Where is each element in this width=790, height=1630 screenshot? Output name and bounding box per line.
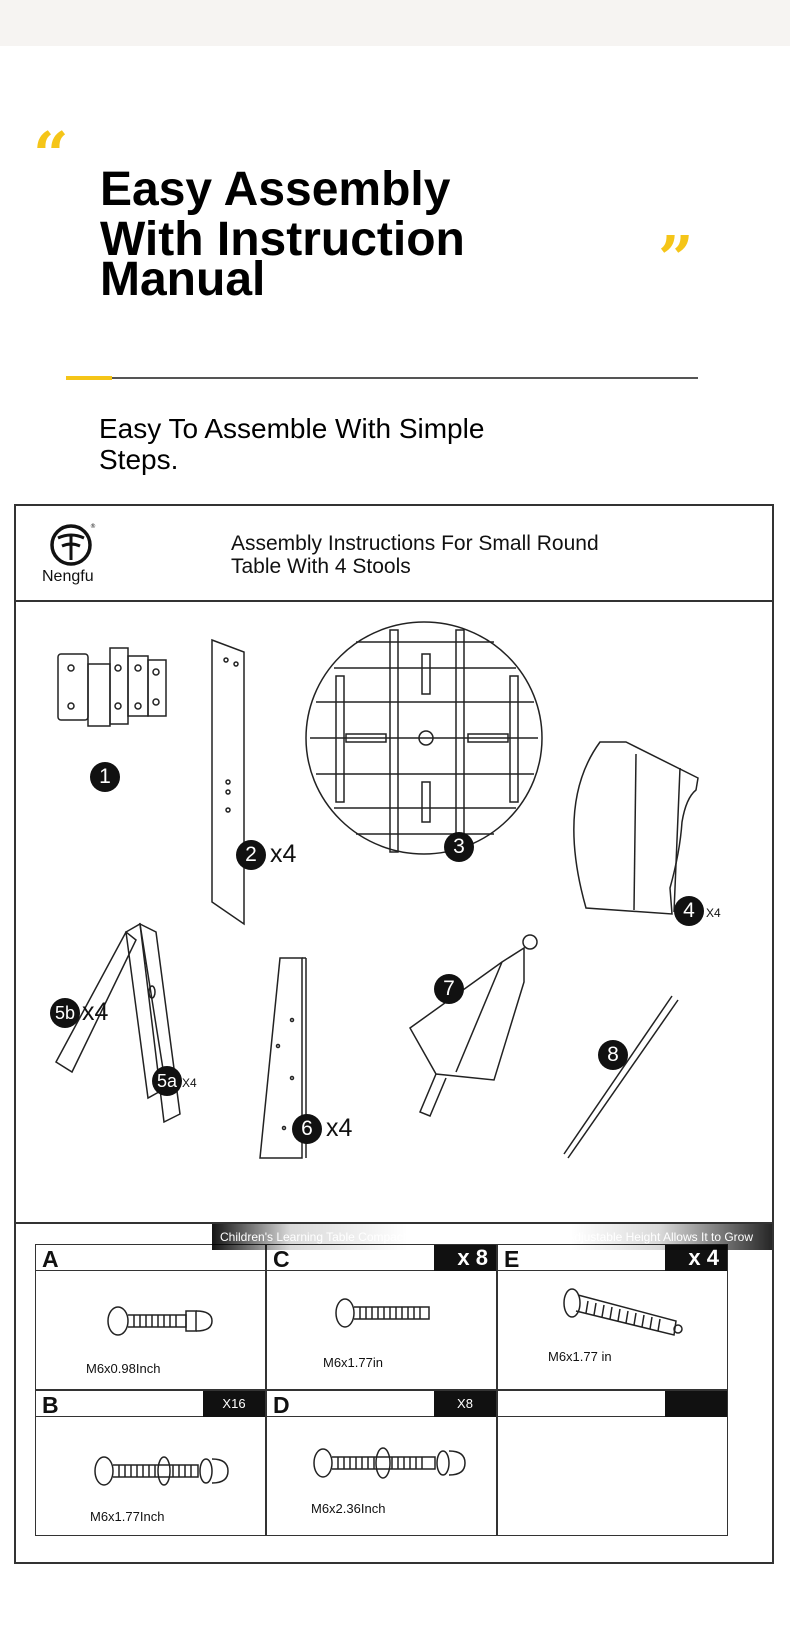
part-badge: 4 [674,896,704,926]
parts-drawing [55,621,699,1159]
part-qty: x4 [326,1114,353,1142]
open-quote-mark: “ [33,118,69,191]
brand-name: Nengfu [42,568,94,585]
hardware-size: M6x1.77Inch [90,1509,165,1524]
manual-title: Assembly Instructions For Small Round Ta… [231,532,599,578]
part-qty: x4 [270,840,297,868]
hardware-cell-c: C x 8 M6x1.77in [266,1244,497,1390]
bolt-washer-icon [94,1456,229,1486]
screw-icon [335,1298,430,1328]
hardware-cell-d: D X8 M6x2.36Inch [266,1390,497,1536]
manual-header: ® Nengfu Assembly Instructions For Small… [16,506,772,602]
part-badge: 5a [152,1066,182,1096]
hardware-head: B X16 [36,1391,265,1418]
hardware-qty: X8 [434,1391,496,1417]
hardware-letter: A [42,1246,59,1272]
hardware-size: M6x2.36Inch [311,1501,386,1516]
part-badge: 3 [444,832,474,862]
top-band [0,0,790,46]
hardware-letter: B [42,1392,59,1418]
headline-line-1: Easy Assembly [100,163,451,216]
part-8-pole-drawing [563,995,679,1159]
hardware-size: M6x1.77in [323,1355,383,1370]
hardware-letter: E [504,1246,520,1272]
bolt-icon [107,1306,213,1336]
part-1-bracket-drawing [57,647,167,727]
headline-line-3: Manual [100,253,266,306]
parts-illustration: 1 2 x4 3 4 X4 5b x4 5a X4 6 x4 7 8 [16,602,772,1224]
part-badge: 1 [90,762,120,792]
hardware-cell-a: A M6x0.98Inch [35,1244,266,1390]
part-4-seat-drawing [573,741,699,915]
barrel-nut-icon [563,1288,683,1336]
hardware-letter: C [273,1246,290,1272]
hardware-qty [665,1391,727,1417]
hardware-grid: A M6x0.98Inch C x 8 M6x1.77in [35,1244,755,1544]
part-3-tabletop-drawing [305,621,543,855]
overlay-caption: Children's Learning Table Compact Design… [212,1224,772,1250]
part-qty: x4 [82,998,109,1026]
hardware-cell-b: B X16 M6x1.77Inch [35,1390,266,1536]
overlay-caption-text: Children's Learning Table Compact Design… [220,1230,753,1244]
part-2-leg-drawing [211,638,245,926]
hardware-qty: X16 [203,1391,265,1417]
hardware-cell-e: E x 4 M6x1.77 in [497,1244,728,1390]
hardware-head: A [36,1245,265,1272]
hardware-head: D X8 [267,1391,496,1418]
part-badge: 8 [598,1040,628,1070]
headline-line-2: With Instruction [100,213,465,266]
hardware-size: M6x1.77 in [548,1349,612,1364]
hardware-size: M6x0.98Inch [86,1361,161,1376]
svg-text:®: ® [90,523,96,530]
hardware-letter: D [273,1392,290,1418]
hardware-cell-empty [497,1390,728,1536]
part-badge: 5b [50,998,80,1028]
part-qty: X4 [182,1076,197,1090]
divider [66,376,698,380]
part-badge: 2 [236,840,266,870]
long-bolt-icon [313,1447,466,1479]
headline: Easy Assembly With Instruction Manual [100,165,580,305]
divider-accent [66,376,112,380]
hardware-head [498,1391,727,1417]
part-badge: 6 [292,1114,322,1144]
subhead: Easy To Assemble With Simple Steps. [99,413,485,475]
assembly-manual: ® Nengfu Assembly Instructions For Small… [14,504,774,1564]
part-qty: X4 [706,906,721,920]
part-badge: 7 [434,974,464,1004]
nengfu-logo-icon: ® [50,523,96,566]
part-7-umbrella-drawing [409,934,538,1117]
close-quote-mark: ” [658,222,694,295]
